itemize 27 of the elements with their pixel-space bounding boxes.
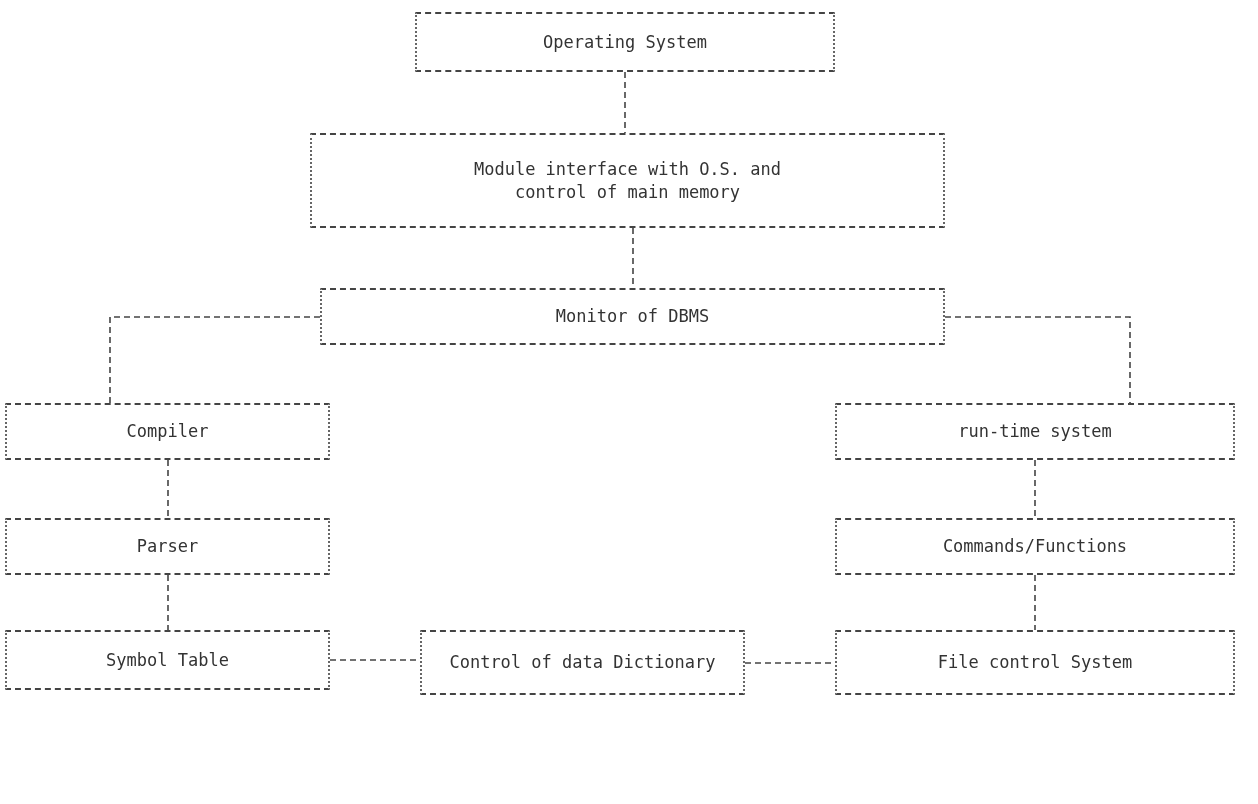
connector-line [109,316,321,404]
process-box [420,630,745,695]
process-box [835,630,1235,695]
box-label: Compiler [126,420,209,443]
connector-line [624,71,626,134]
process-box [835,518,1235,575]
box-label: File control System [937,651,1133,674]
box-label: Symbol Table [106,648,229,672]
connector-line [1034,574,1036,631]
process-box [5,518,330,575]
connector-line [1034,459,1036,519]
box-label: Control of data Dictionary [449,651,716,674]
connector-line [167,574,169,631]
box-label: Parser [136,535,199,558]
process-box [415,12,835,72]
connector-line [167,459,169,519]
process-box [835,403,1235,460]
box-label: Commands/Functions [942,535,1128,558]
process-box [5,403,330,460]
box-label: Operating System [543,30,707,54]
process-box [310,133,945,228]
process-box [5,630,330,690]
box-label: Monitor of DBMS [555,305,710,328]
box-label: Module interface with O.S. and control of main memory [472,157,782,204]
connector-line [944,316,1131,404]
process-box [320,288,945,345]
box-label: run-time system [958,420,1112,443]
